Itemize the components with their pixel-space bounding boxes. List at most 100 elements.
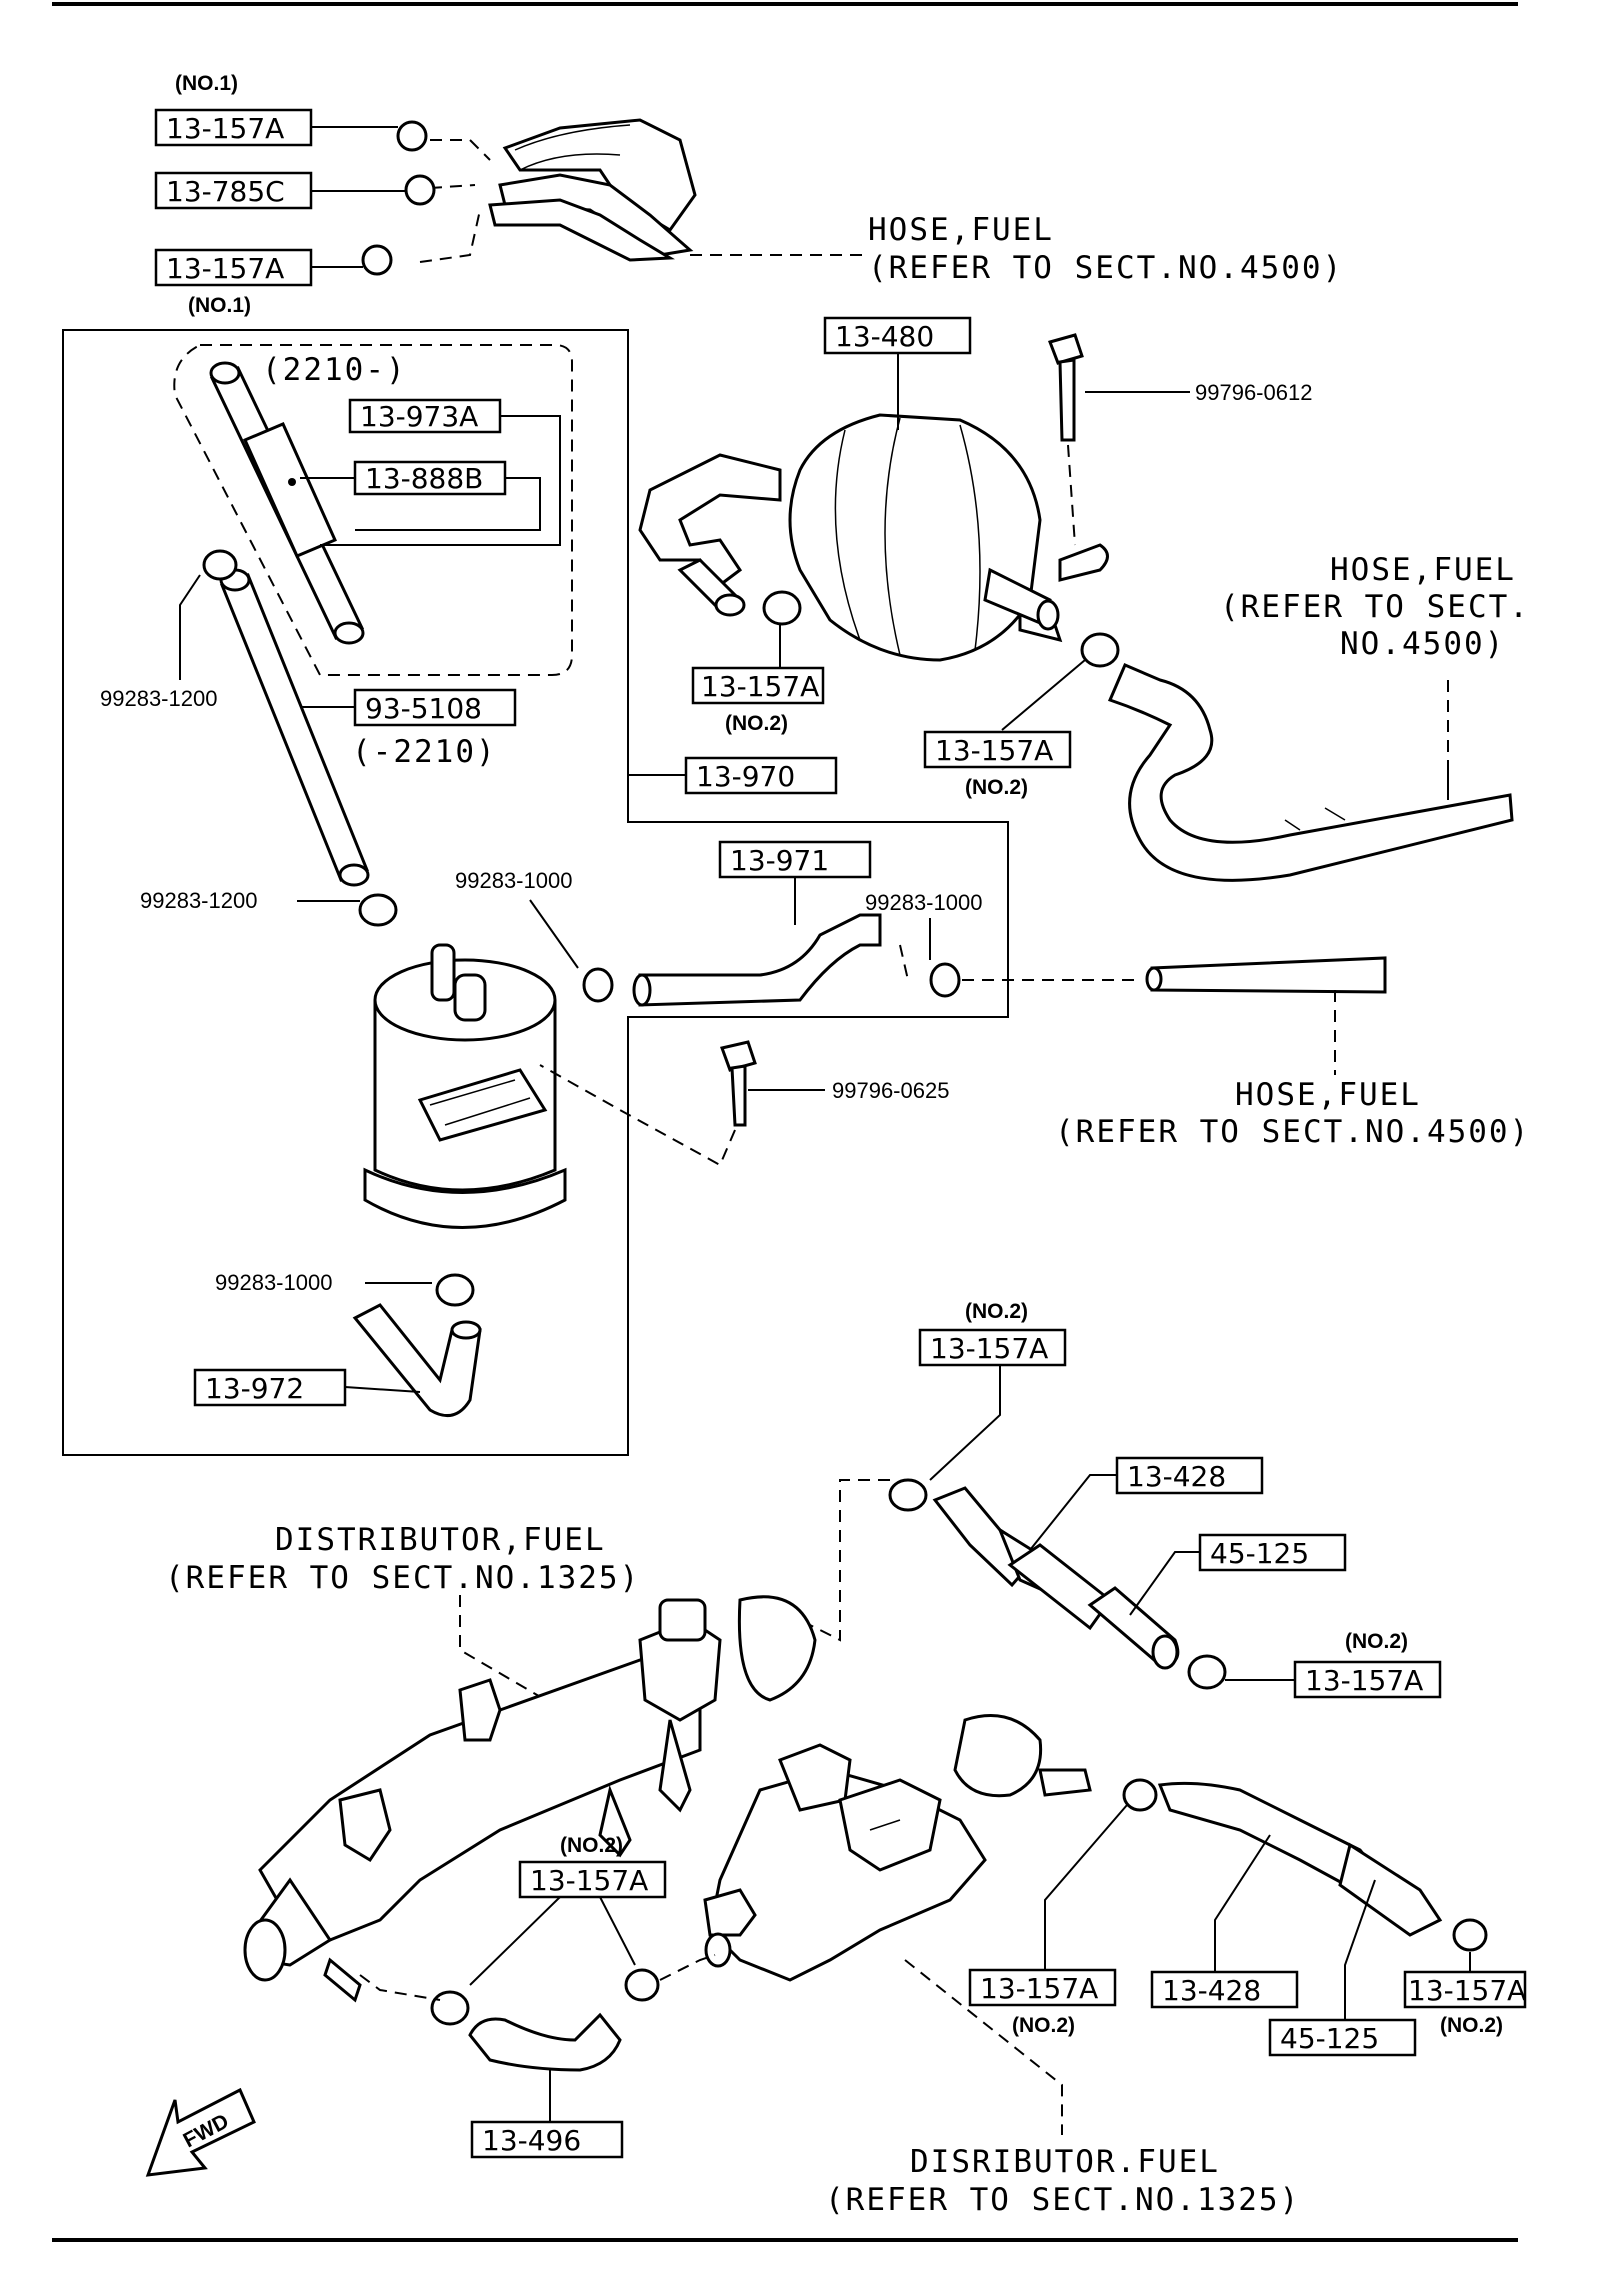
callout-label: 13-973A xyxy=(360,400,478,433)
part-number: 99283-1000 xyxy=(215,1270,332,1295)
fuel-filter-icon xyxy=(638,413,1109,662)
fuel-hose-icon xyxy=(1107,663,1514,882)
callout-label: 13-888B xyxy=(365,462,483,495)
note-text: DISRIBUTOR.FUEL xyxy=(910,2144,1220,2180)
note-text: (REFER TO SECT.NO.4500) xyxy=(868,250,1343,286)
callout-label: 13-480 xyxy=(835,320,934,353)
callout-label: 13-157A xyxy=(166,112,284,145)
callout-box xyxy=(353,688,517,727)
callout-box xyxy=(823,316,972,355)
clamp-icon xyxy=(202,549,238,581)
callout-qty: (NO.1) xyxy=(188,294,251,317)
callout-box xyxy=(470,2120,624,2159)
hose-icon xyxy=(468,2012,622,2072)
fuel-distributor-icon xyxy=(703,1714,1092,1982)
callout-label: 13-157A xyxy=(701,670,819,703)
callout-label: 13-972 xyxy=(205,1372,304,1405)
callout-qty: (NO.2) xyxy=(965,776,1028,799)
note-text: HOSE,FUEL xyxy=(868,212,1054,248)
callout-box xyxy=(918,1328,1067,1367)
clamp-icon xyxy=(1122,1778,1158,1812)
callout-box xyxy=(691,666,825,705)
clamp-icon xyxy=(361,120,436,276)
clamp-icon xyxy=(1080,632,1120,668)
callout-label: 13-428 xyxy=(1127,1460,1226,1493)
note-text: HOSE,FUEL xyxy=(1235,1077,1421,1113)
callout-box xyxy=(968,1968,1117,2007)
callout-box xyxy=(1293,1660,1442,1699)
callout-label: 45-125 xyxy=(1210,1537,1309,1570)
fwd-arrow-icon: FWD xyxy=(145,2087,256,2177)
part-number: 99283-1200 xyxy=(100,686,217,711)
callout-label: 93-5108 xyxy=(365,692,482,725)
callout-label: 13-157A xyxy=(1408,1974,1526,2007)
part-number: 99283-1200 xyxy=(140,888,257,913)
bolt-icon xyxy=(720,1040,757,1127)
clamp-icon xyxy=(430,1990,470,2026)
note-text: (REFER TO SECT.NO.1325) xyxy=(165,1560,640,1596)
note-text: (REFER TO SECT.NO.1325) xyxy=(825,2182,1300,2218)
callout-box xyxy=(154,171,313,210)
hose-icon xyxy=(932,1486,1180,1670)
callout-label: 13-971 xyxy=(730,844,829,877)
callout-label: 13-157A xyxy=(1305,1664,1423,1697)
hose-icon xyxy=(1157,1781,1488,1952)
callout-qty: (NO.2) xyxy=(1440,2014,1503,2037)
callout-box xyxy=(1150,1970,1299,2009)
callout-label: 13-970 xyxy=(696,760,795,793)
fuel-hose-icon xyxy=(1145,956,1387,994)
note-text: HOSE,FUEL xyxy=(1330,552,1516,588)
clamp-icon xyxy=(582,967,614,1003)
callout-label: 13-157A xyxy=(166,252,284,285)
callout-box xyxy=(1268,2018,1417,2057)
note-text: (REFER TO SECT.NO.4500) xyxy=(1055,1114,1530,1150)
callout-qty: (NO.2) xyxy=(725,712,788,735)
callout-qty: (NO.2) xyxy=(1012,2014,1075,2037)
callout-qty: (NO.1) xyxy=(175,72,238,95)
note-text: (REFER TO SECT. xyxy=(1220,589,1530,625)
callout-label: 13-157A xyxy=(980,1972,1098,2005)
hose-icon xyxy=(352,1303,482,1418)
part-number: 99283-1000 xyxy=(865,890,982,915)
callout-label: 45-125 xyxy=(1280,2022,1379,2055)
serial-range: (-2210) xyxy=(352,734,497,770)
clamp-icon xyxy=(929,962,961,998)
callout-box xyxy=(923,730,1072,769)
callout-label: 13-157A xyxy=(530,1864,648,1897)
hose-icon xyxy=(632,913,882,1007)
clamp-icon xyxy=(762,590,802,626)
clamp-icon xyxy=(888,1478,928,1512)
callout-box xyxy=(154,248,313,287)
callout-qty: (NO.2) xyxy=(1345,1630,1408,1653)
part-number: 99796-0625 xyxy=(832,1078,949,1103)
callout-qty: (NO.2) xyxy=(965,1300,1028,1323)
assembly-frame xyxy=(62,329,1009,1456)
clamp-icon xyxy=(358,893,398,927)
callout-label: 13-785C xyxy=(166,175,285,208)
serial-range: (2210-) xyxy=(262,352,407,388)
clamp-icon xyxy=(1187,1654,1227,1690)
top-hose-group xyxy=(419,118,870,263)
callout-qty: (NO.2) xyxy=(560,1834,623,1857)
note-text: DISTRIBUTOR,FUEL xyxy=(275,1522,606,1558)
callout-label: 13-157A xyxy=(935,734,1053,767)
callout-box xyxy=(718,840,872,879)
charcoal-canister-icon xyxy=(363,943,567,1229)
callout-label: 13-157A xyxy=(930,1332,1048,1365)
callout-box xyxy=(518,1860,667,1899)
note-text: NO.4500) xyxy=(1340,626,1505,662)
callout-box xyxy=(1403,1970,1527,2009)
callout-box xyxy=(1115,1456,1264,1495)
clamp-icon xyxy=(435,1273,475,1307)
callout-label: 13-496 xyxy=(482,2124,581,2157)
bolt-icon xyxy=(1048,333,1084,442)
part-number: 99796-0612 xyxy=(1195,380,1312,405)
callout-label: 13-428 xyxy=(1162,1974,1261,2007)
pipe-icon xyxy=(209,361,365,645)
callout-box xyxy=(193,1368,347,1407)
part-number: 99283-1000 xyxy=(455,868,572,893)
range-subframe xyxy=(173,344,573,676)
fuel-distributor-icon xyxy=(243,1595,817,2003)
